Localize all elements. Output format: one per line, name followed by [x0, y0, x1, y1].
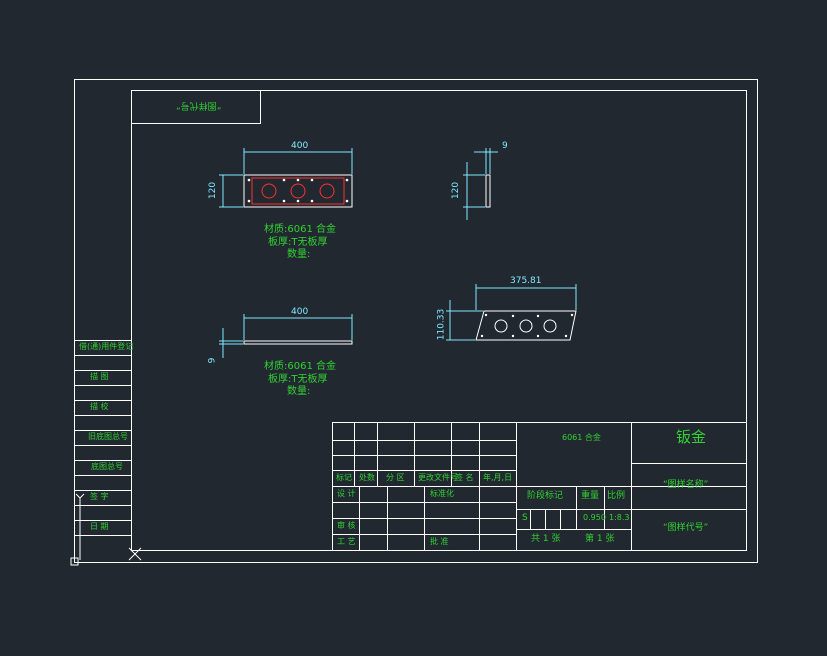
flat-plate-outline [475, 310, 577, 341]
left-strip-lines [74, 340, 132, 536]
note-quantity-lower: 数量: [287, 386, 311, 397]
rev-header-count: 处数 [359, 473, 375, 482]
side-plate [485, 174, 491, 208]
side-view[interactable] [463, 148, 498, 220]
flat-hole-center [519, 319, 533, 333]
note-thickness-upper: 板厚:T无板厚 [268, 237, 328, 248]
cursor-cross-icon [128, 547, 142, 561]
strip-trace-check: 描 校 [90, 402, 109, 411]
strip-trace: 描 图 [90, 372, 109, 381]
weight-label: 重量 [581, 491, 600, 501]
note-material-lower: 材质:6061 合金 [264, 361, 336, 372]
side-thickness-label: 9 [502, 141, 508, 151]
flat-width-label: 375.81 [510, 276, 542, 286]
note-thickness-lower: 板厚:T无板厚 [268, 374, 328, 385]
drawing-code: “图样代号” [663, 523, 709, 533]
strip-signature: 签 字 [90, 492, 109, 501]
front-dimension-lines [219, 148, 353, 208]
flat-height-label: 110.33 [436, 308, 447, 341]
scale-value: 1:8.3 [609, 513, 630, 522]
front-hole-right [319, 183, 335, 199]
rev-header-change-doc: 更改文件号 [418, 473, 458, 482]
front-view[interactable] [219, 148, 353, 208]
front-width-label: 400 [291, 141, 309, 151]
note-quantity-upper: 数量: [287, 249, 311, 260]
side-height-label: 120 [451, 181, 462, 200]
strip-borrow-register: 借(通)用件登记 [79, 342, 134, 351]
stage-label: 阶段标记 [527, 491, 564, 501]
drawing-name: “图样名称” [663, 480, 709, 490]
front-height-label: 120 [208, 181, 219, 200]
top-view[interactable] [219, 314, 353, 358]
top-plate [243, 340, 353, 345]
top-width-label: 400 [291, 307, 309, 317]
process-label: 工 艺 [337, 537, 356, 546]
rev-header-zone: 分 区 [386, 473, 405, 482]
review-label: 审 核 [337, 521, 356, 530]
top-thickness-label: 9 [207, 357, 218, 364]
note-material-upper: 材质:6061 合金 [264, 224, 336, 235]
title-block-lines [332, 422, 747, 551]
top-dimension-lines [219, 314, 353, 358]
front-small-holes [247, 178, 349, 203]
side-dimension-lines [463, 148, 498, 220]
ucs-icon [70, 493, 85, 566]
approve-label: 批 准 [430, 537, 449, 546]
flat-pattern-view[interactable] [446, 284, 577, 341]
material-cell: 6061 合金 [562, 433, 601, 442]
outer-frame [74, 79, 758, 563]
front-hole-left [261, 183, 277, 199]
rev-header-mark: 标记 [336, 473, 352, 482]
flat-hole-left [494, 319, 508, 333]
flat-hole-right [543, 319, 557, 333]
flat-small-holes [480, 313, 574, 338]
stage-value: S [522, 513, 528, 523]
weight-value: 0.950 [583, 513, 606, 522]
sheets-total: 共 1 张 [531, 534, 561, 544]
mirrored-stamp-box [131, 90, 261, 124]
strip-old-base-no: 旧底图总号 [88, 432, 128, 441]
front-plate-outline [243, 174, 353, 208]
flat-dimension-lines [446, 284, 577, 341]
scale-label: 比例 [607, 491, 626, 501]
drawing-title: 钣金 [676, 428, 707, 446]
rev-header-sign: 签 名 [455, 473, 474, 482]
mirrored-stamp-text: “图样代号” [176, 100, 222, 110]
strip-date: 日 期 [90, 522, 109, 531]
standardize-label: 标准化 [430, 489, 454, 498]
rev-header-date: 年,月,日 [483, 473, 513, 482]
sheet-number: 第 1 张 [585, 534, 615, 544]
strip-base-no: 底图总号 [91, 462, 123, 471]
design-label: 设 计 [337, 489, 356, 498]
front-hole-center [290, 183, 306, 199]
front-plate-cut-zone [251, 177, 345, 205]
